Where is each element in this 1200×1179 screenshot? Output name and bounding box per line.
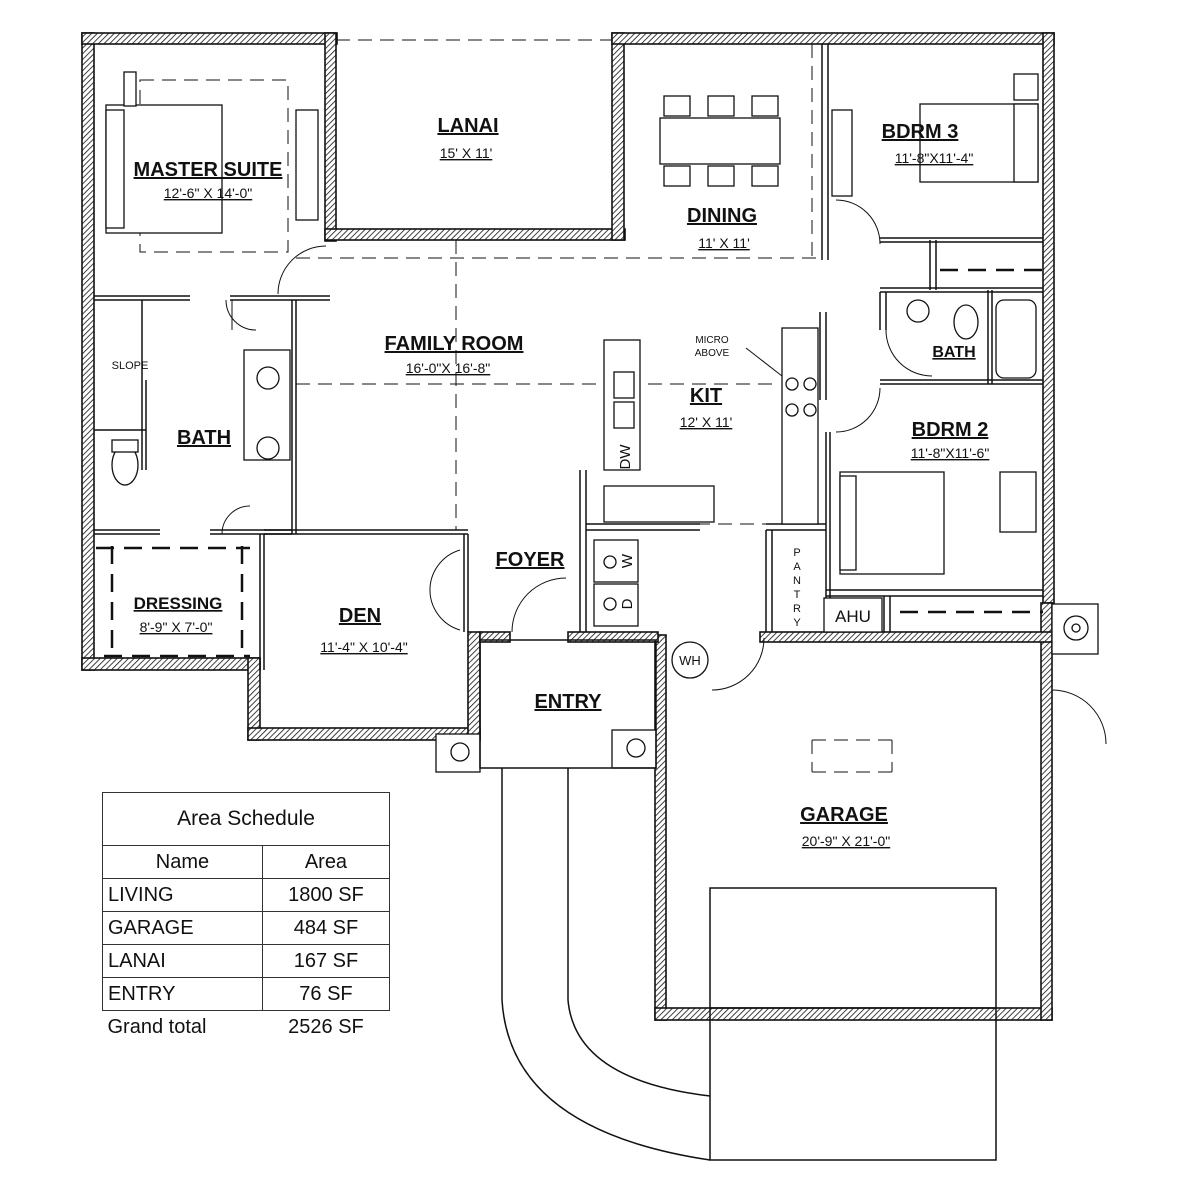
pantry-letter: A: [793, 561, 801, 573]
row-area: 484 SF: [261, 911, 391, 945]
area-schedule-title: Area Schedule: [102, 792, 390, 846]
pantry-letter: T: [794, 589, 801, 601]
pantry-label: P A N T R Y: [793, 547, 801, 629]
master-bath-label: BATH: [177, 427, 231, 449]
row-name: ENTRY: [102, 977, 263, 1011]
master-suite-label: MASTER SUITE: [134, 159, 283, 181]
row-name: LANAI: [102, 944, 263, 978]
washer-label: W: [619, 553, 636, 568]
row-area: 76 SF: [261, 977, 391, 1011]
room-labels: MASTER SUITE 12'-6" X 14'-0" LANAI 15' X…: [134, 115, 990, 849]
interior-walls: [94, 44, 1043, 670]
fixtures: [105, 71, 1099, 773]
bdrm3-label: BDRM 3: [882, 121, 959, 143]
table-row: LIVING 1800 SF: [102, 878, 391, 912]
pantry-letter: R: [793, 603, 801, 615]
bdrm2-dims: 11'-8"X11'-6": [911, 445, 990, 461]
master-suite-dims: 12'-6" X 14'-0": [164, 185, 252, 201]
dw-label: DW: [617, 444, 634, 470]
dressing-dims: 8'-9" X 7'-0": [140, 619, 213, 635]
family-room-dims: 16'-0"X 16'-8": [406, 360, 491, 376]
driveway: [479, 639, 997, 1161]
column-header-name: Name: [102, 845, 263, 879]
dressing-label: DRESSING: [134, 594, 223, 613]
row-name: LIVING: [102, 878, 263, 912]
kit-label: KIT: [690, 385, 722, 407]
garage-dims: 20'-9" X 21'-0": [802, 833, 890, 849]
den-dims: 11'-4" X 10'-4": [320, 639, 407, 655]
dining-dims: 11' X 11': [698, 235, 750, 251]
table-row: GARAGE 484 SF: [102, 911, 391, 945]
pantry-letter: P: [793, 547, 800, 559]
lanai-dims: 15' X 11': [440, 145, 493, 161]
bdrm3-dims: 11'-8"X11'-4": [895, 150, 974, 166]
micro-label-line2: ABOVE: [695, 348, 730, 359]
garage-label: GARAGE: [800, 804, 888, 826]
pantry-letter: Y: [793, 617, 801, 629]
exterior-walls: [81, 32, 1055, 1021]
lanai-label: LANAI: [437, 115, 498, 137]
column-header-area: Area: [261, 845, 391, 879]
small-labels: SLOPE MICRO ABOVE DW AHU WH W D P A N T …: [112, 335, 871, 668]
kit-dims: 12' X 11': [680, 414, 733, 430]
ahu-label: AHU: [835, 607, 871, 626]
family-room-label: FAMILY ROOM: [385, 333, 524, 355]
total-area: 2526 SF: [288, 1015, 364, 1038]
micro-label-line1: MICRO: [695, 335, 729, 346]
row-name: GARAGE: [102, 911, 263, 945]
bath2-label: BATH: [932, 344, 975, 361]
dryer-label: D: [619, 598, 636, 609]
pantry-letter: N: [793, 575, 801, 587]
slope-label: SLOPE: [112, 360, 149, 372]
total-label: Grand total: [107, 1015, 207, 1038]
row-area: 167 SF: [261, 944, 391, 978]
total-row: Grand total 2526 SF: [103, 1011, 390, 1044]
doors: [221, 199, 1107, 745]
wh-label: WH: [679, 653, 701, 668]
table-row: LANAI 167 SF: [102, 944, 391, 978]
dining-label: DINING: [687, 205, 757, 227]
foyer-label: FOYER: [496, 549, 565, 571]
row-area: 1800 SF: [261, 878, 391, 912]
den-label: DEN: [339, 605, 381, 627]
table-row: ENTRY 76 SF: [102, 977, 391, 1011]
bdrm2-label: BDRM 2: [912, 419, 989, 441]
entry-label: ENTRY: [534, 691, 602, 713]
area-schedule-table: Area Schedule Name Area LIVING 1800 SF G…: [102, 792, 391, 1044]
